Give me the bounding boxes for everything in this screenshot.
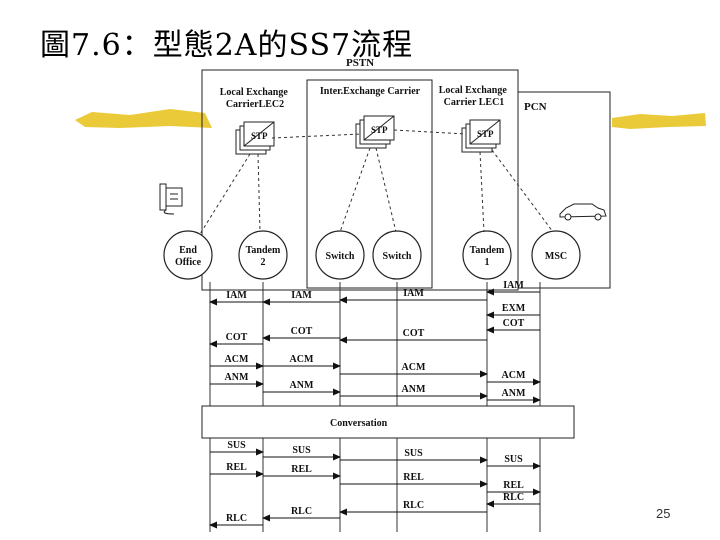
message-label: COT xyxy=(226,332,248,343)
stp-label: STP xyxy=(251,131,268,141)
message-label: ACM xyxy=(225,354,249,365)
message-label: SUS xyxy=(227,440,246,451)
message-label: REL xyxy=(226,462,247,473)
page-number: 25 xyxy=(656,506,671,521)
message-iam: IAM xyxy=(339,288,487,304)
pcn-box xyxy=(517,91,611,289)
message-anm: ANM xyxy=(487,388,541,404)
message-label: COT xyxy=(291,326,313,337)
message-sus: SUS xyxy=(263,445,341,461)
message-anm: ANM xyxy=(210,372,264,388)
car-icon xyxy=(559,203,607,221)
message-iam: IAM xyxy=(486,280,540,296)
message-cot: COT xyxy=(262,326,340,342)
message-rel: REL xyxy=(487,480,541,496)
message-sus: SUS xyxy=(210,440,264,456)
message-sus: SUS xyxy=(487,454,541,470)
message-label: ACM xyxy=(290,354,314,365)
message-label: IAM xyxy=(503,280,524,291)
node-msc: MSC xyxy=(531,230,581,280)
carrier-label-lec1: Local Exchange Carrier LEC1 xyxy=(439,85,510,108)
slide-title: 圖7.6：型態2A的SS7流程 xyxy=(40,28,414,63)
message-label: IAM xyxy=(403,288,424,299)
message-label: SUS xyxy=(404,448,423,459)
node-switch-a: Switch xyxy=(315,230,365,280)
pcn-label: PCN xyxy=(524,101,547,113)
carrier-label-lec2: Local Exchange CarrierLEC2 xyxy=(220,87,291,110)
highlight-stroke-left xyxy=(75,109,212,128)
message-label: ANM xyxy=(402,384,426,395)
message-anm: ANM xyxy=(340,384,488,400)
message-cot: COT xyxy=(339,328,487,344)
message-label: ANM xyxy=(225,372,249,383)
message-label: REL xyxy=(503,480,524,491)
message-rel: REL xyxy=(210,462,264,478)
message-cot: COT xyxy=(209,332,263,348)
message-rel: REL xyxy=(263,464,341,480)
node-label: Switch xyxy=(326,251,355,262)
stp-label: STP xyxy=(477,129,494,139)
node-label: Switch xyxy=(383,251,412,262)
message-label: SUS xyxy=(292,445,311,456)
stp-iec: STP xyxy=(355,115,395,149)
message-label: RLC xyxy=(291,506,312,517)
message-exm: EXM xyxy=(486,303,540,319)
message-label: SUS xyxy=(504,454,523,465)
signaling-links xyxy=(199,129,557,237)
message-label: EXM xyxy=(502,303,526,314)
message-label: IAM xyxy=(226,290,247,301)
iec-box xyxy=(306,79,433,289)
stp-lec1: STP xyxy=(461,119,501,153)
node-switch-b: Switch xyxy=(372,230,422,280)
message-label: ANM xyxy=(290,380,314,391)
message-rlc: RLC xyxy=(486,492,540,508)
message-acm: ACM xyxy=(487,370,541,386)
conversation-label: Conversation xyxy=(330,418,388,429)
message-label: ACM xyxy=(502,370,526,381)
message-label: RLC xyxy=(226,513,247,524)
message-iam: IAM xyxy=(262,290,340,306)
node-label: MSC xyxy=(545,251,567,262)
message-arrows: IAM IAM IAM IAM EXM COT COT COT COT ACM ACM ACM ACM A… xyxy=(209,280,541,529)
message-acm: ACM xyxy=(210,354,264,370)
message-label: REL xyxy=(291,464,312,475)
message-label: IAM xyxy=(291,290,312,301)
stp-lec2: STP xyxy=(235,121,275,155)
stp-label: STP xyxy=(371,125,388,135)
message-rlc: RLC xyxy=(339,500,487,516)
message-label: RLC xyxy=(403,500,424,511)
message-anm: ANM xyxy=(263,380,341,396)
message-label: ANM xyxy=(502,388,526,399)
message-cot: COT xyxy=(486,318,540,334)
message-label: REL xyxy=(403,472,424,483)
message-sus: SUS xyxy=(340,448,488,464)
message-iam: IAM xyxy=(209,290,263,306)
message-label: COT xyxy=(403,328,425,339)
message-label: COT xyxy=(503,318,525,329)
carrier-label-iec: Inter.Exchange Carrier xyxy=(320,86,421,97)
message-label: RLC xyxy=(503,492,524,503)
message-rlc: RLC xyxy=(262,506,340,522)
message-label: ACM xyxy=(402,362,426,373)
message-rlc: RLC xyxy=(209,513,263,529)
telephone-icon xyxy=(159,183,183,215)
message-rel: REL xyxy=(340,472,488,488)
message-acm: ACM xyxy=(340,362,488,378)
pstn-label: PSTN xyxy=(346,57,374,69)
message-acm: ACM xyxy=(263,354,341,370)
highlight-stroke-right xyxy=(612,113,706,129)
conversation-bar xyxy=(201,405,575,439)
